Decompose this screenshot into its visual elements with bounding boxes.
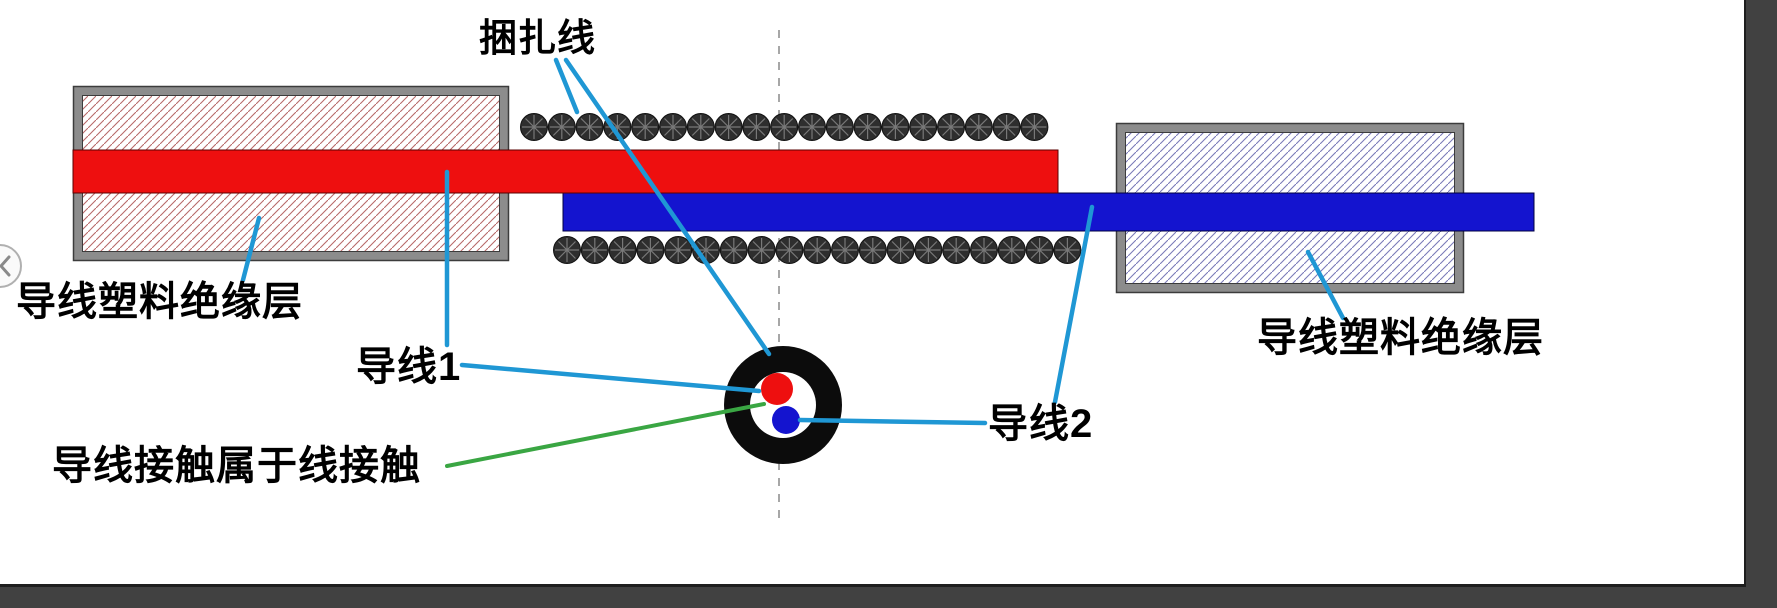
binding-coil-icon <box>547 112 576 142</box>
label-binding-wire: 捆扎线 <box>479 18 597 60</box>
binding-coil-icon <box>830 235 860 265</box>
binding-coil-icon <box>608 235 637 265</box>
callout-binding-to-ring <box>563 57 772 357</box>
callout-lines-blue <box>240 57 1346 426</box>
binding-coil-icon <box>770 112 799 142</box>
binding-coil-icon <box>747 235 776 265</box>
binding-coil-icon <box>969 235 999 265</box>
callout-binding-to-coils <box>553 57 580 115</box>
binding-coil-icon <box>519 112 549 142</box>
label-contact-note: 导线接触属于线接触 <box>52 444 421 488</box>
binding-coil-icon <box>797 112 827 142</box>
binding-coil-icon <box>580 235 609 265</box>
binding-coil-icon <box>858 235 887 265</box>
binding-coil-icon <box>909 112 938 142</box>
binding-wire-coil-row-bottom <box>552 235 1082 265</box>
callout-insulation-right <box>1305 249 1346 321</box>
binding-coil-icon <box>658 112 688 142</box>
binding-coil-icon <box>664 235 693 265</box>
binding-coil-icon <box>936 112 966 142</box>
cross-section <box>724 346 842 464</box>
binding-coil-icon <box>942 235 971 265</box>
binding-coil-icon <box>742 112 771 142</box>
label-wire1: 导线1 <box>356 345 462 389</box>
binding-wire-coil-row-top <box>519 112 1049 142</box>
label-insulation-left: 导线塑料绝缘层 <box>16 280 303 324</box>
binding-coil-icon <box>992 112 1021 142</box>
binding-coil-icon <box>803 235 832 265</box>
binding-coil-icon <box>552 235 582 265</box>
binding-coil-icon <box>631 112 660 142</box>
binding-coil-icon <box>714 112 743 142</box>
binding-coil-icon <box>914 235 943 265</box>
callout-wire2-to-bar <box>1052 204 1095 405</box>
label-wire2: 导线2 <box>988 402 1094 446</box>
binding-coil-icon <box>575 112 604 142</box>
binding-coil-icon <box>886 235 915 265</box>
callout-contact-line <box>445 402 766 468</box>
binding-coil-icon <box>719 235 748 265</box>
wire1-bar <box>72 149 1059 194</box>
callout-wire2-to-dot <box>797 417 988 426</box>
wire2-bar <box>562 192 1535 232</box>
wire1-cross-section-dot <box>761 373 793 405</box>
binding-coil-icon <box>775 235 804 265</box>
binding-coil-icon <box>1053 235 1082 265</box>
wire2-cross-section-dot <box>772 406 800 434</box>
binding-coil-icon <box>881 112 910 142</box>
binding-coil-icon <box>1020 112 1049 142</box>
binding-coil-icon <box>636 235 665 265</box>
binding-coil-icon <box>825 112 854 142</box>
binding-coil-icon <box>1025 235 1054 265</box>
binding-coil-icon <box>997 235 1026 265</box>
label-insulation-right: 导线塑料绝缘层 <box>1257 316 1544 360</box>
chevron-left-icon[interactable] <box>0 244 22 288</box>
binding-coil-icon <box>853 112 882 142</box>
callout-insulation-left <box>240 215 262 283</box>
callout-wire1-to-dot <box>459 362 762 394</box>
binding-coil-icon <box>964 112 993 142</box>
binding-coil-icon <box>686 112 715 142</box>
